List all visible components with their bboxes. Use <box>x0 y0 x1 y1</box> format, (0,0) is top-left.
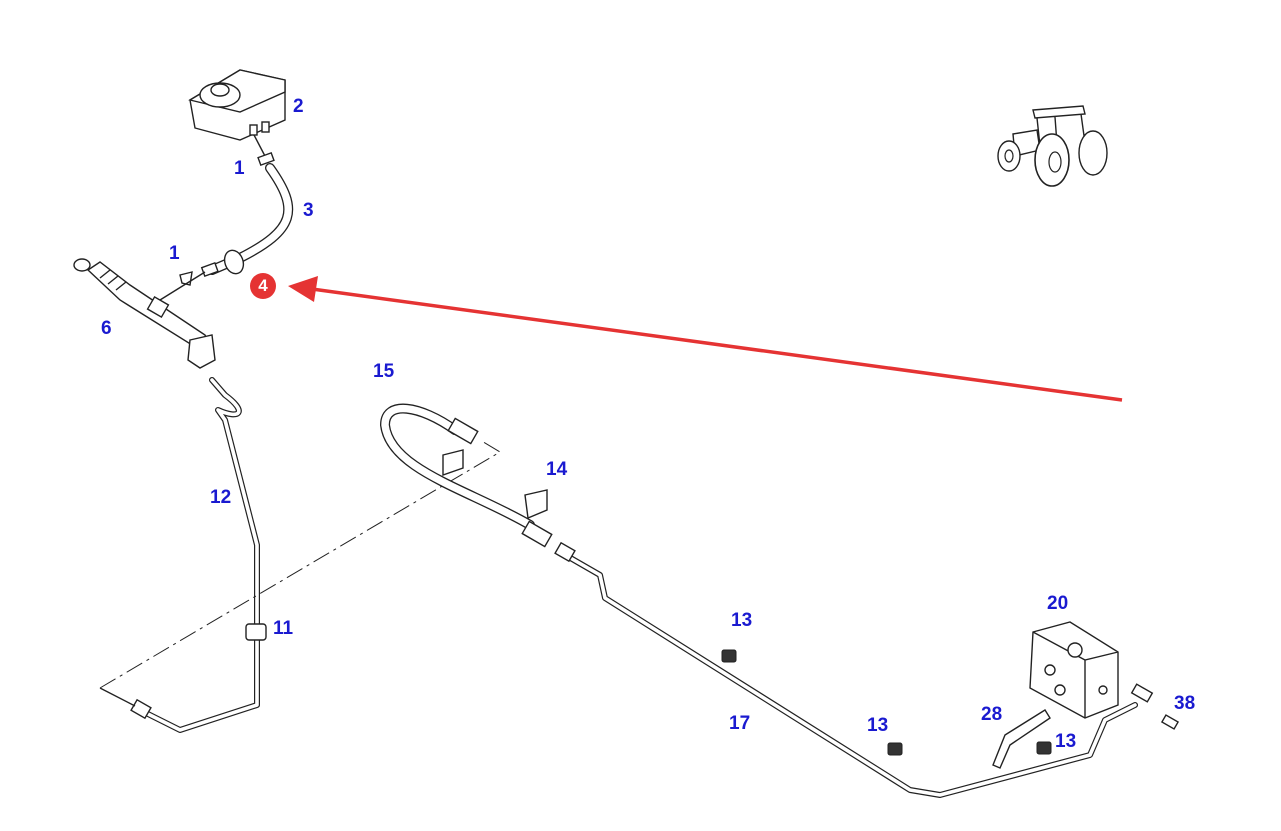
hose-clip-part <box>257 151 275 167</box>
grommet-part <box>245 623 267 641</box>
callout-label: 13 <box>1055 731 1077 752</box>
callout-label: 1 <box>234 158 245 179</box>
pipe-clip-part <box>721 649 737 663</box>
callout-label: 15 <box>373 361 395 382</box>
callout-label: 3 <box>303 200 314 221</box>
tractor-icon <box>997 105 1108 187</box>
callout-label: 38 <box>1174 693 1196 714</box>
master-cylinder-part <box>73 258 216 369</box>
callout-label: 2 <box>293 96 304 117</box>
pipe-clip-part <box>1036 741 1052 755</box>
callout-label: 1 <box>169 243 180 264</box>
callout-label: 20 <box>1047 593 1069 614</box>
fitting-part <box>1160 714 1180 730</box>
callout-label: 28 <box>981 704 1003 725</box>
highlighted-part-badge[interactable]: 4 <box>250 273 276 299</box>
callout-label: 14 <box>546 459 568 480</box>
callout-label: 6 <box>101 318 112 339</box>
retaining-clip-part <box>524 489 548 520</box>
valve-block-part <box>1029 621 1119 719</box>
pipe-clip-part <box>887 742 903 756</box>
reservoir-part <box>188 69 286 141</box>
retaining-clip-part <box>442 449 464 476</box>
pipe-part <box>137 377 260 733</box>
callout-label: 13 <box>867 715 889 736</box>
callout-label: 13 <box>731 610 753 631</box>
highlight-arrow <box>288 276 1123 402</box>
bracket-part <box>992 709 1051 769</box>
callout-label: 17 <box>729 713 751 734</box>
callout-label: 11 <box>273 618 294 639</box>
callout-label: 12 <box>210 487 232 508</box>
